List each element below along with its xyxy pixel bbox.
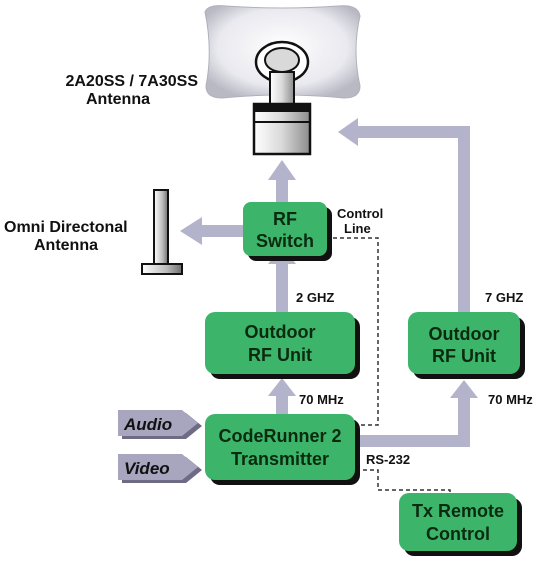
rs232-line <box>356 469 451 500</box>
control-line-label-1: Control <box>337 206 383 221</box>
freq-7ghz-label: 7 GHZ <box>485 290 523 305</box>
svg-text:CodeRunner 2: CodeRunner 2 <box>218 426 341 446</box>
main-antenna-icon <box>204 5 361 156</box>
control-line <box>333 237 379 426</box>
tx-remote-label-2: Control <box>426 524 490 544</box>
arrows <box>180 118 478 447</box>
outdoor-rf-left-label-1: Outdoor <box>245 322 316 342</box>
svg-text:2A20SS / 7A30SS: 2A20SS / 7A30SS <box>65 73 198 90</box>
antenna-neck <box>269 71 295 107</box>
svg-text:Control: Control <box>426 524 490 544</box>
svg-text:RF: RF <box>273 209 297 229</box>
svg-text:Tx Remote: Tx Remote <box>412 501 504 521</box>
main-antenna-label-2: Antenna <box>86 91 150 108</box>
freq-2ghz-label: 2 GHZ <box>296 290 334 305</box>
rf-switch-label-1: RF <box>273 209 297 229</box>
outdoor-rf-left-box: Outdoor RF Unit <box>205 312 360 379</box>
main-antenna-label-1: 2A20SS / 7A30SS <box>65 73 198 90</box>
arrow-switch-to-omni <box>198 225 244 237</box>
antenna-body <box>252 102 312 156</box>
arrow-tx-to-rf-right-h <box>350 435 470 447</box>
svg-text:Transmitter: Transmitter <box>231 449 329 469</box>
arrow-tx-to-rf-left <box>276 392 288 414</box>
svg-text:Antenna: Antenna <box>86 91 150 108</box>
audio-input-label: Audio <box>123 415 172 434</box>
outdoor-rf-right-label-1: Outdoor <box>429 324 500 344</box>
svg-text:Outdoor: Outdoor <box>429 324 500 344</box>
tx-remote-box: Tx Remote Control <box>399 493 522 556</box>
arrow-switch-to-omni-head <box>180 217 202 245</box>
arrow-rf-right-to-antenna-head <box>338 118 358 146</box>
video-input-label: Video <box>124 459 170 478</box>
omni-antenna-icon <box>141 189 183 275</box>
rf-switch-label-2: Switch <box>256 231 314 251</box>
arrow-tx-to-rf-left-head <box>268 378 296 396</box>
svg-text:Outdoor: Outdoor <box>245 322 316 342</box>
arrow-switch-to-antenna <box>276 176 288 206</box>
omni-antenna-label-1: Omni Directonal <box>4 219 128 236</box>
outdoor-rf-right-box: Outdoor RF Unit <box>408 312 525 379</box>
audio-input-tab: Audio <box>118 410 202 439</box>
transmitter-label-1: CodeRunner 2 <box>218 426 341 446</box>
arrow-tx-to-rf-right-head <box>450 380 478 398</box>
transmitter-label-2: Transmitter <box>231 449 329 469</box>
svg-text:RF Unit: RF Unit <box>248 345 312 365</box>
arrow-tx-to-rf-right-v <box>458 395 470 447</box>
control-line-label-2: Line <box>344 221 371 236</box>
freq-70mhz-left-label: 70 MHz <box>299 392 344 407</box>
arrow-rf-right-to-antenna-h <box>356 126 470 138</box>
transmitter-box: CodeRunner 2 Transmitter <box>205 414 360 485</box>
svg-text:RF Unit: RF Unit <box>432 346 496 366</box>
omni-antenna-label-2: Antenna <box>34 237 98 254</box>
rs232-label: RS-232 <box>366 452 410 467</box>
outdoor-rf-left-label-2: RF Unit <box>248 345 312 365</box>
svg-text:Switch: Switch <box>256 231 314 251</box>
video-input-tab: Video <box>118 454 202 483</box>
outdoor-rf-right-label-2: RF Unit <box>432 346 496 366</box>
arrow-switch-to-antenna-head <box>268 160 296 180</box>
tx-remote-label-1: Tx Remote <box>412 501 504 521</box>
arrow-rf-to-switch <box>276 260 288 312</box>
arrow-rf-right-to-antenna-v <box>458 126 470 312</box>
rf-switch-box: RF Switch <box>243 202 332 261</box>
freq-70mhz-right-label: 70 MHz <box>488 392 533 407</box>
